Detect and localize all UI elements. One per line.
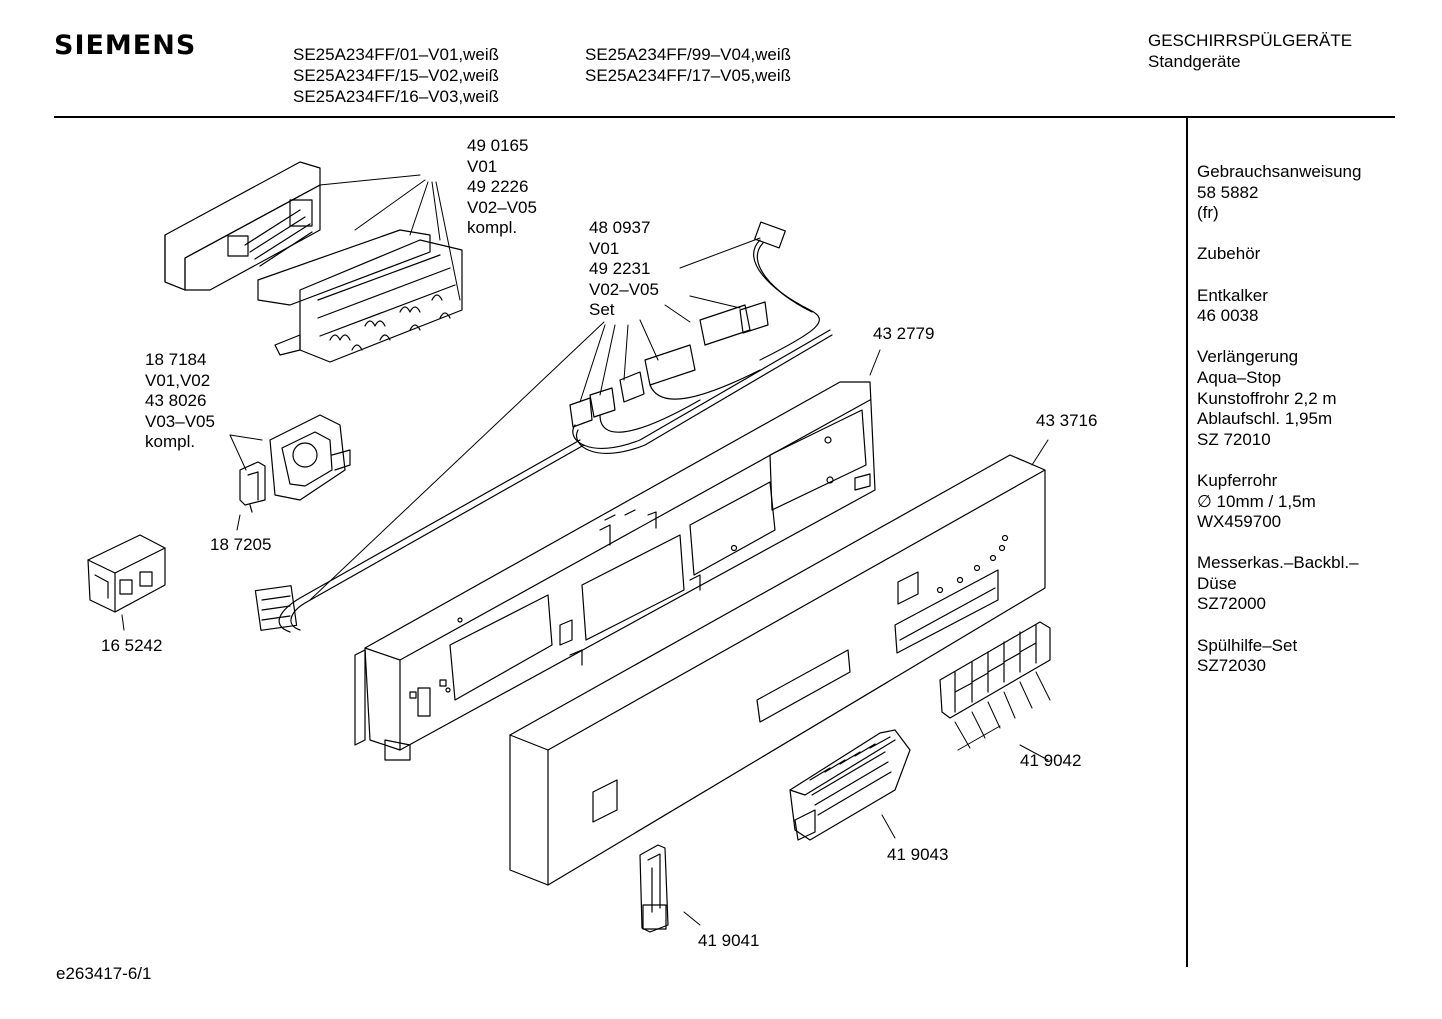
accessory-line: SZ72000	[1197, 594, 1266, 614]
label-line: kompl.	[145, 432, 196, 452]
label-line: 48 0937	[589, 218, 651, 237]
model-item: SE25A234FF/15–V02,weiß	[293, 66, 500, 85]
brand-logo: SIEMENS	[54, 30, 197, 61]
model-list-left: SE25A234FF/01–V01,weiß SE25A234FF/15–V02…	[293, 44, 499, 107]
model-item: SE25A234FF/99–V04,weiß	[585, 45, 792, 64]
handle-insert-drawing	[790, 730, 910, 840]
accessory-line: Spülhilfe–Set	[1197, 635, 1298, 655]
control-module-drawing	[165, 162, 462, 362]
label-socket: 16 5242	[101, 636, 163, 655]
accessory-line: Kunstoffrohr 2,2 m	[1197, 388, 1337, 408]
accessory-line: SZ72030	[1197, 656, 1266, 676]
label-line: V03–V05	[145, 411, 215, 431]
socket-drawing	[88, 535, 165, 612]
accessory-group-rinse-aid: Spülhilfe–Set SZ72030	[1197, 636, 1361, 677]
label-buttons: 41 9042	[1020, 751, 1082, 770]
accessory-line: 58 5882	[1197, 182, 1259, 202]
sidebar-divider	[1186, 118, 1188, 967]
accessory-line: 46 0038	[1197, 306, 1259, 326]
model-item: SE25A234FF/01–V01,weiß	[293, 45, 500, 64]
label-line: Set	[589, 300, 615, 320]
accessory-group-copper-pipe: Kupferrohr ∅ 10mm / 1,5m WX459700	[1197, 471, 1361, 533]
wiring-harness-drawing	[255, 222, 832, 632]
accessory-line: Düse	[1197, 573, 1237, 593]
label-line: V02–V05	[467, 197, 537, 217]
label-line: kompl.	[467, 218, 518, 238]
accessory-line: Kupferrohr	[1197, 470, 1278, 490]
label-handle-insert: 41 9043	[887, 845, 949, 864]
label-switch: 18 7205	[210, 535, 272, 554]
category-subtitle: Standgeräte	[1148, 52, 1241, 71]
accessory-line: (fr)	[1197, 203, 1219, 223]
label-line: V01	[589, 238, 620, 258]
accessory-group-extension: Verlängerung Aqua–Stop Kunstoffrohr 2,2 …	[1197, 347, 1361, 450]
label-line: 49 2226	[467, 177, 529, 197]
inner-panel-drawing	[355, 382, 875, 760]
accessory-sidebar: Gebrauchsanweisung 58 5882 (fr) Zubehör …	[1197, 162, 1361, 697]
label-inner-panel: 43 2779	[873, 324, 935, 343]
category-block: GESCHIRRSPÜLGERÄTE Standgeräte	[1148, 30, 1352, 72]
accessory-line: Aqua–Stop	[1197, 367, 1282, 387]
label-front-panel: 43 3716	[1036, 411, 1098, 430]
accessory-line: Verlängerung	[1197, 347, 1299, 367]
accessory-group-manual: Gebrauchsanweisung 58 5882 (fr)	[1197, 162, 1361, 224]
accessory-group-nozzle: Messerkas.–Backbl.– Düse SZ72000	[1197, 553, 1361, 615]
leader-lines	[122, 175, 1050, 925]
model-list-right: SE25A234FF/99–V04,weiß SE25A234FF/17–V05…	[585, 44, 791, 86]
accessory-line: Zubehör	[1197, 244, 1261, 264]
accessory-group-descaler: Entkalker 46 0038	[1197, 286, 1361, 327]
accessory-line: Entkalker	[1197, 285, 1268, 305]
label-line: V02–V05	[589, 279, 659, 299]
front-panel-drawing	[510, 455, 1045, 885]
label-line: 49 0165	[467, 136, 529, 155]
model-item: SE25A234FF/16–V03,weiß	[293, 87, 500, 106]
label-latch: 41 9041	[698, 931, 760, 950]
button-strip-drawing	[940, 622, 1050, 718]
label-switch-kit: 18 7184 V01,V02 43 8026 V03–V05 kompl.	[145, 350, 215, 453]
label-wiring-set: 48 0937 V01 49 2231 V02–V05 Set	[589, 218, 659, 321]
label-line: V01	[467, 156, 498, 176]
label-line: 18 7184	[145, 350, 207, 369]
accessory-line: Gebrauchsanweisung	[1197, 162, 1362, 181]
switch-assembly-drawing	[240, 415, 350, 512]
label-line: V01,V02	[145, 370, 211, 390]
accessory-line: ∅ 10mm / 1,5m	[1197, 491, 1316, 511]
model-item: SE25A234FF/17–V05,weiß	[585, 66, 792, 85]
label-line: 49 2231	[589, 259, 651, 279]
accessory-line: WX459700	[1197, 512, 1282, 532]
drawing-id: e263417-6/1	[56, 964, 152, 983]
label-control-module: 49 0165 V01 49 2226 V02–V05 kompl.	[467, 136, 537, 239]
accessory-group-heading: Zubehör	[1197, 244, 1361, 265]
accessory-line: Ablaufschl. 1,95m	[1197, 409, 1333, 429]
accessory-line: Messerkas.–Backbl.–	[1197, 553, 1359, 573]
category-title: GESCHIRRSPÜLGERÄTE	[1148, 31, 1353, 50]
label-line: 43 8026	[145, 391, 207, 411]
header-divider	[54, 116, 1395, 118]
latch-drawing	[640, 845, 668, 932]
accessory-line: SZ 72010	[1197, 429, 1271, 449]
